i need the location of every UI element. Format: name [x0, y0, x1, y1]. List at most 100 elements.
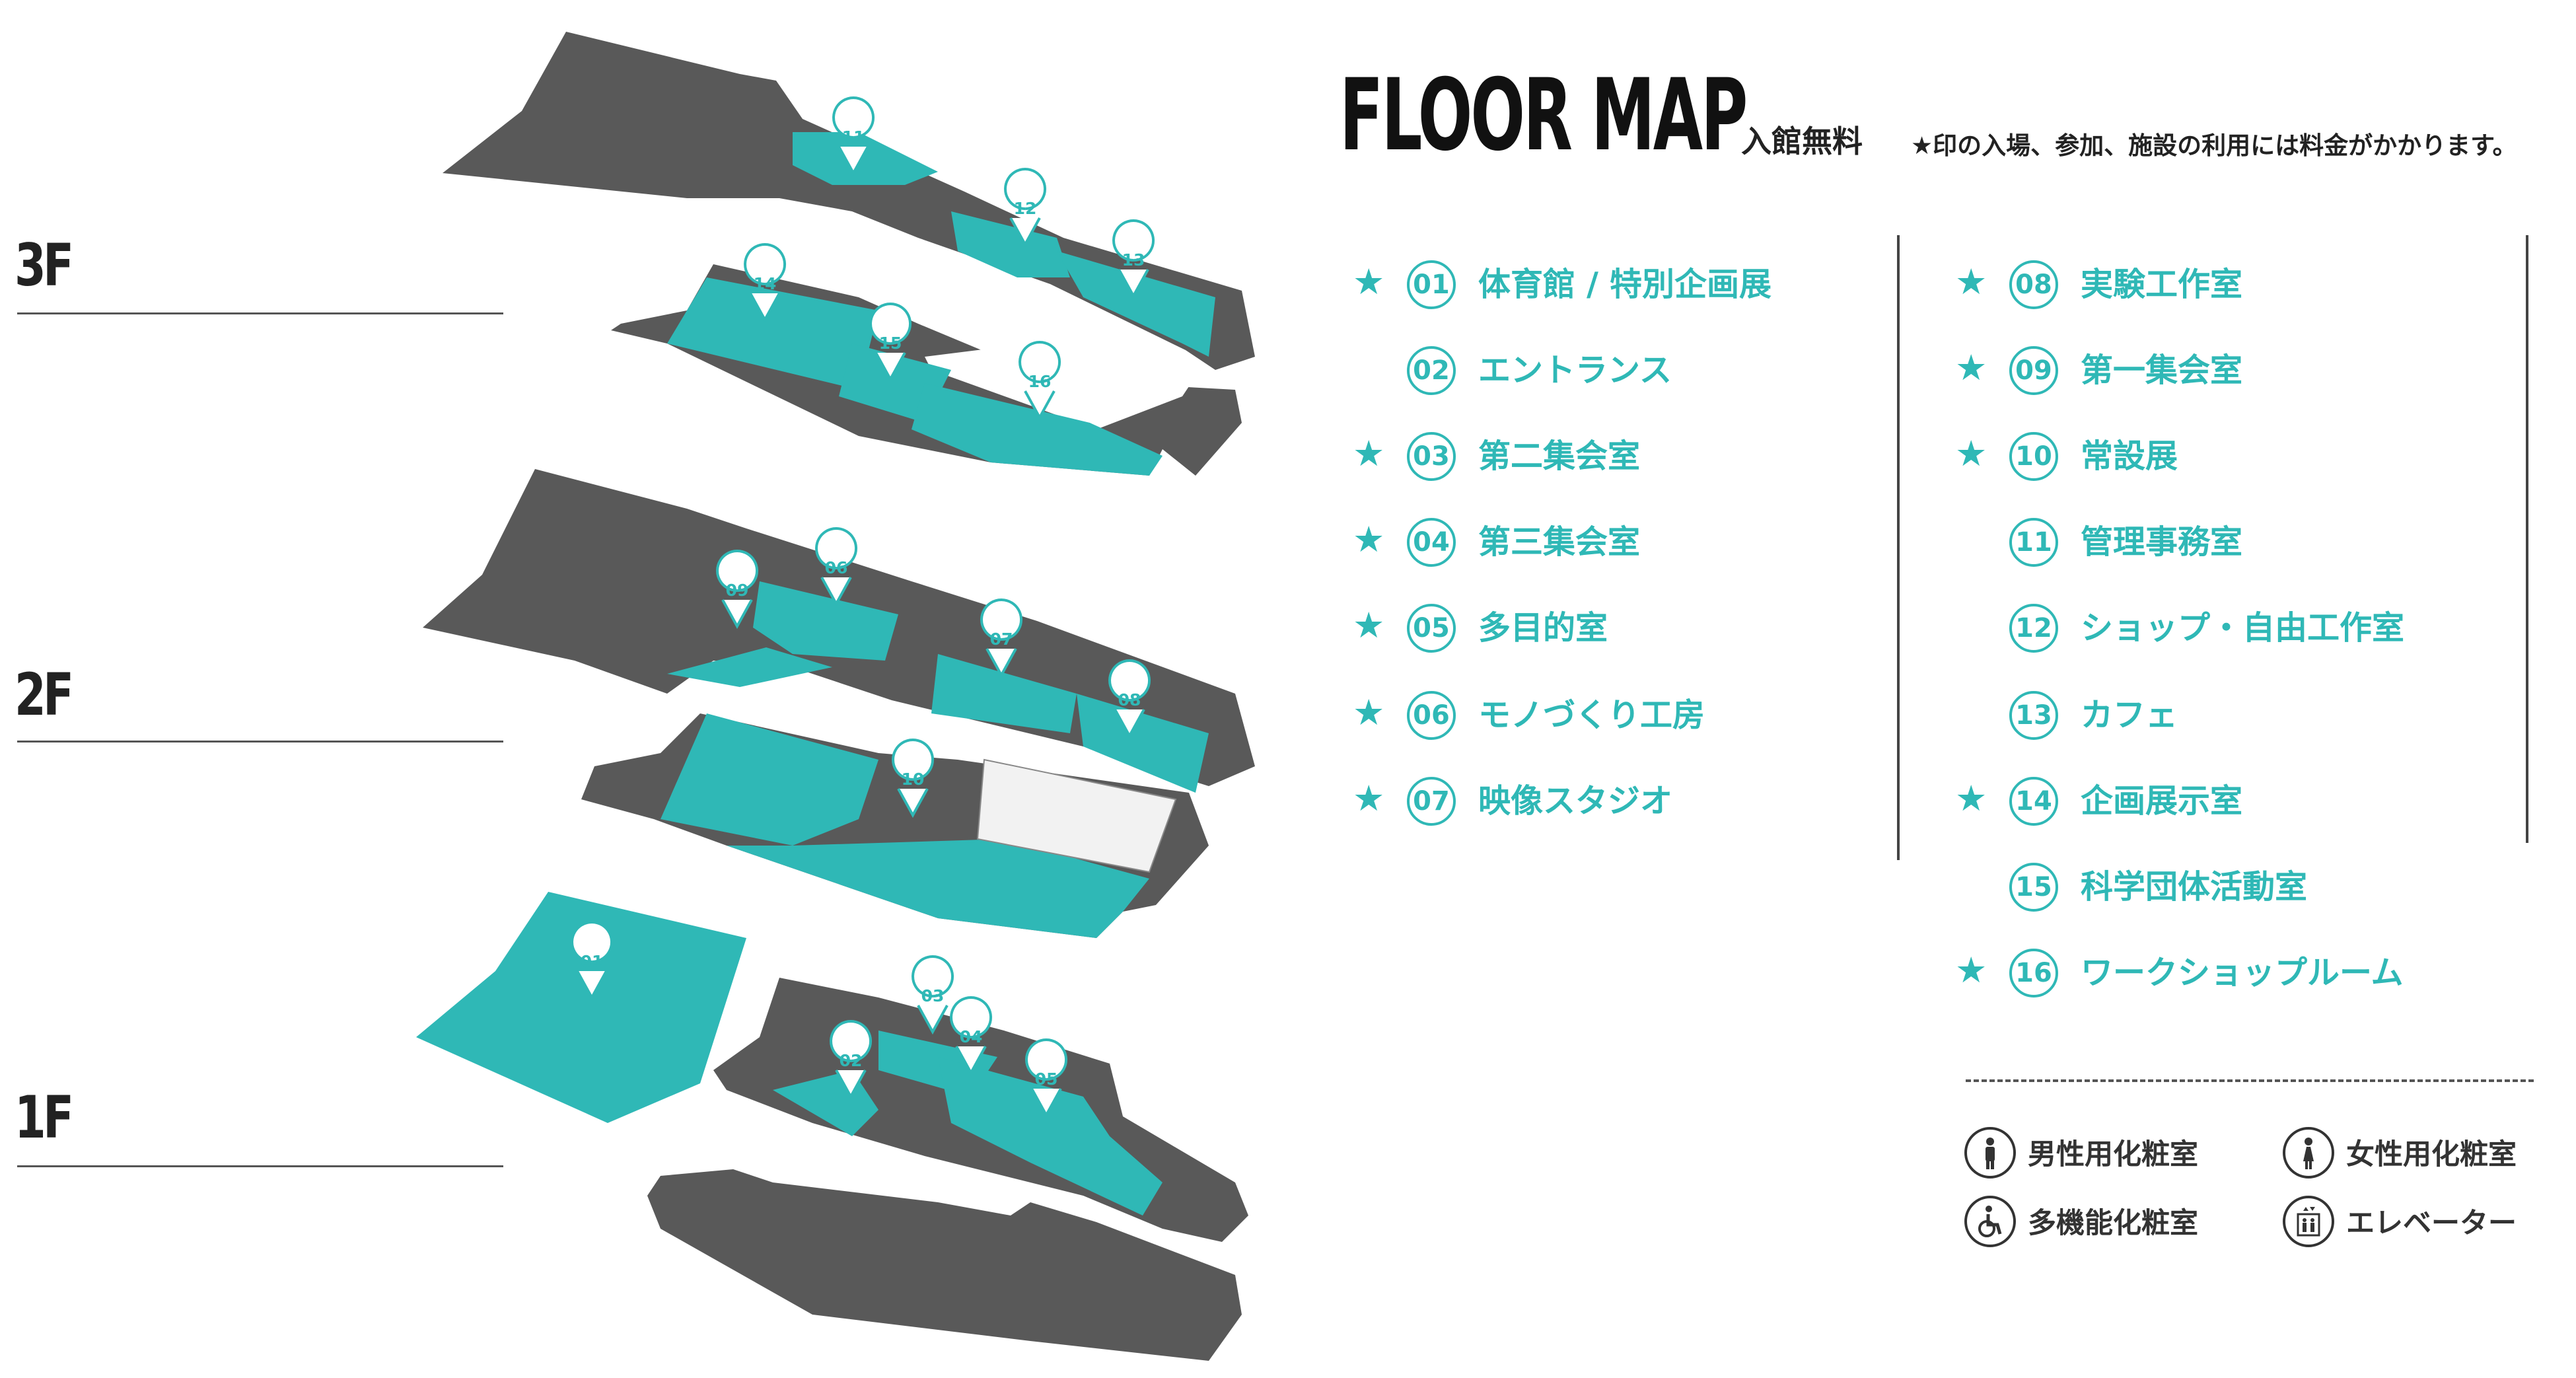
floor-1f-building-basement: [647, 1169, 1242, 1361]
room-number-badge: 06: [1407, 691, 1456, 740]
map-pin-03[interactable]: 03: [912, 955, 954, 1035]
star-icon: ★: [1955, 261, 1987, 303]
room-number-badge: 07: [1407, 777, 1456, 826]
legend-right-border: [2526, 235, 2528, 843]
facility-label: エレベーター: [2346, 1207, 2517, 1240]
facility-label: 女性用化粧室: [2346, 1138, 2517, 1171]
floor-label-2f: 2F: [15, 661, 74, 729]
room-name: 多目的室: [1478, 609, 1608, 647]
map-pin-08[interactable]: 08: [1108, 659, 1151, 739]
room-number-badge: 09: [2009, 346, 2058, 395]
room-name: 第三集会室: [1478, 523, 1641, 561]
map-pin-14[interactable]: 14: [744, 243, 786, 323]
accessible-restroom-icon: [1964, 1196, 2016, 1247]
floor-divider-3f: [17, 312, 503, 314]
map-pin-05[interactable]: 05: [1025, 1038, 1067, 1118]
womens-restroom-icon: [2283, 1127, 2334, 1179]
facilities-separator: [1966, 1079, 2534, 1082]
room-name: 映像スタジオ: [1478, 782, 1673, 820]
map-pin-label: 16: [1028, 372, 1052, 391]
map-pin-label: 09: [726, 581, 749, 600]
floor-2f-room: [667, 647, 832, 687]
room-number-badge: 16: [2009, 949, 2058, 997]
floor-3f-inner-court: [925, 344, 1196, 429]
floor-3f-room: [793, 132, 938, 185]
floor-1f-room-gym: [416, 892, 746, 1123]
floor-divider-2f: [17, 741, 503, 743]
floor-label-1f: 1F: [15, 1083, 74, 1151]
star-icon: ★: [1955, 347, 1987, 388]
room-number-badge: 02: [1407, 346, 1456, 395]
star-icon: ★: [1353, 692, 1385, 733]
room-name: 企画展示室: [2081, 782, 2243, 820]
room-name: 第一集会室: [2081, 351, 2243, 389]
map-pin-label: 14: [754, 274, 777, 293]
map-pin-label: 08: [1118, 690, 1141, 709]
room-number-badge: 13: [2009, 691, 2058, 740]
star-icon: ★: [1353, 261, 1385, 303]
floor-3f-room: [951, 211, 1070, 277]
floor-3f-room: [912, 383, 1163, 476]
facility-label: 多機能化粧室: [2028, 1207, 2198, 1240]
map-pin-06[interactable]: 06: [815, 527, 857, 607]
map-pin-02[interactable]: 02: [830, 1020, 872, 1100]
room-name: 実験工作室: [2081, 266, 2243, 303]
room-name: エントランス: [1478, 351, 1672, 389]
floor-2f-room: [661, 713, 878, 846]
floor-3f-room: [667, 277, 878, 390]
star-icon: ★: [1353, 604, 1385, 646]
floor-2f-room: [1077, 694, 1209, 793]
map-pin-label: 05: [1035, 1070, 1058, 1089]
legend-column-divider: [1897, 235, 1900, 860]
room-name: 体育館 / 特別企画展: [1478, 266, 1772, 303]
page-title: FLOOR MAP: [1340, 58, 1748, 173]
room-name: 科学団体活動室: [2081, 868, 2308, 906]
room-name: カフェ: [2081, 696, 2178, 734]
room-number-badge: 11: [2009, 518, 2058, 567]
map-pin-label: 01: [581, 952, 604, 971]
floor-map-illustration: 11 12 13 14 15 16 09 06: [416, 32, 1255, 1361]
star-icon: ★: [1955, 778, 1987, 819]
floor-1f-room: [938, 1057, 1163, 1215]
map-pin-label: 07: [990, 630, 1013, 649]
map-pin-01[interactable]: 01: [571, 921, 613, 1001]
room-number-badge: 08: [2009, 260, 2058, 309]
map-pin-label: 13: [1122, 250, 1145, 270]
floor-3f-plan: [443, 32, 1255, 476]
mens-restroom-icon: [1964, 1127, 2016, 1179]
room-name: 常設展: [2081, 437, 2178, 475]
map-pin-label: 04: [960, 1027, 983, 1046]
map-pin-label: 02: [840, 1051, 863, 1070]
floor-label-3f: 3F: [15, 231, 74, 299]
room-number-badge: 15: [2009, 863, 2058, 912]
map-pin-07[interactable]: 07: [980, 598, 1022, 678]
map-pin-15[interactable]: 15: [869, 303, 912, 382]
star-icon: ★: [1353, 433, 1385, 474]
map-pin-10[interactable]: 10: [892, 739, 934, 818]
map-pin-label: 11: [842, 127, 865, 147]
floor-2f-exhibit-core: [976, 758, 1177, 873]
elevator-icon: [2283, 1196, 2334, 1247]
map-pin-04[interactable]: 04: [950, 996, 992, 1076]
fee-note: ★印の入場、参加、施設の利用には料金がかかります。: [1911, 131, 2517, 160]
map-pin-16[interactable]: 16: [1019, 341, 1061, 421]
floor-divider-1f: [17, 1165, 503, 1167]
map-pin-09[interactable]: 09: [716, 550, 758, 630]
map-pin-11[interactable]: 11: [832, 96, 875, 176]
room-number-badge: 03: [1407, 432, 1456, 481]
room-name: 第二集会室: [1478, 437, 1641, 475]
room-number-badge: 01: [1407, 260, 1456, 309]
room-number-badge: 04: [1407, 518, 1456, 567]
map-pin-13[interactable]: 13: [1112, 219, 1155, 299]
floor-2f-room: [753, 581, 898, 661]
star-icon: ★: [1955, 433, 1987, 474]
map-pin-label: 12: [1014, 199, 1037, 218]
floor-2f-room: [727, 839, 1149, 938]
room-name: ショップ・自由工作室: [2081, 609, 2405, 647]
map-pin-label: 10: [902, 770, 925, 789]
floor-3f-building-main: [443, 32, 1255, 370]
floor-2f-room: [931, 654, 1077, 733]
map-pins: 11 12 13 14 15 16 09 06: [571, 96, 1155, 1118]
map-pin-label: 03: [921, 986, 945, 1005]
map-pin-12[interactable]: 12: [1004, 168, 1046, 248]
